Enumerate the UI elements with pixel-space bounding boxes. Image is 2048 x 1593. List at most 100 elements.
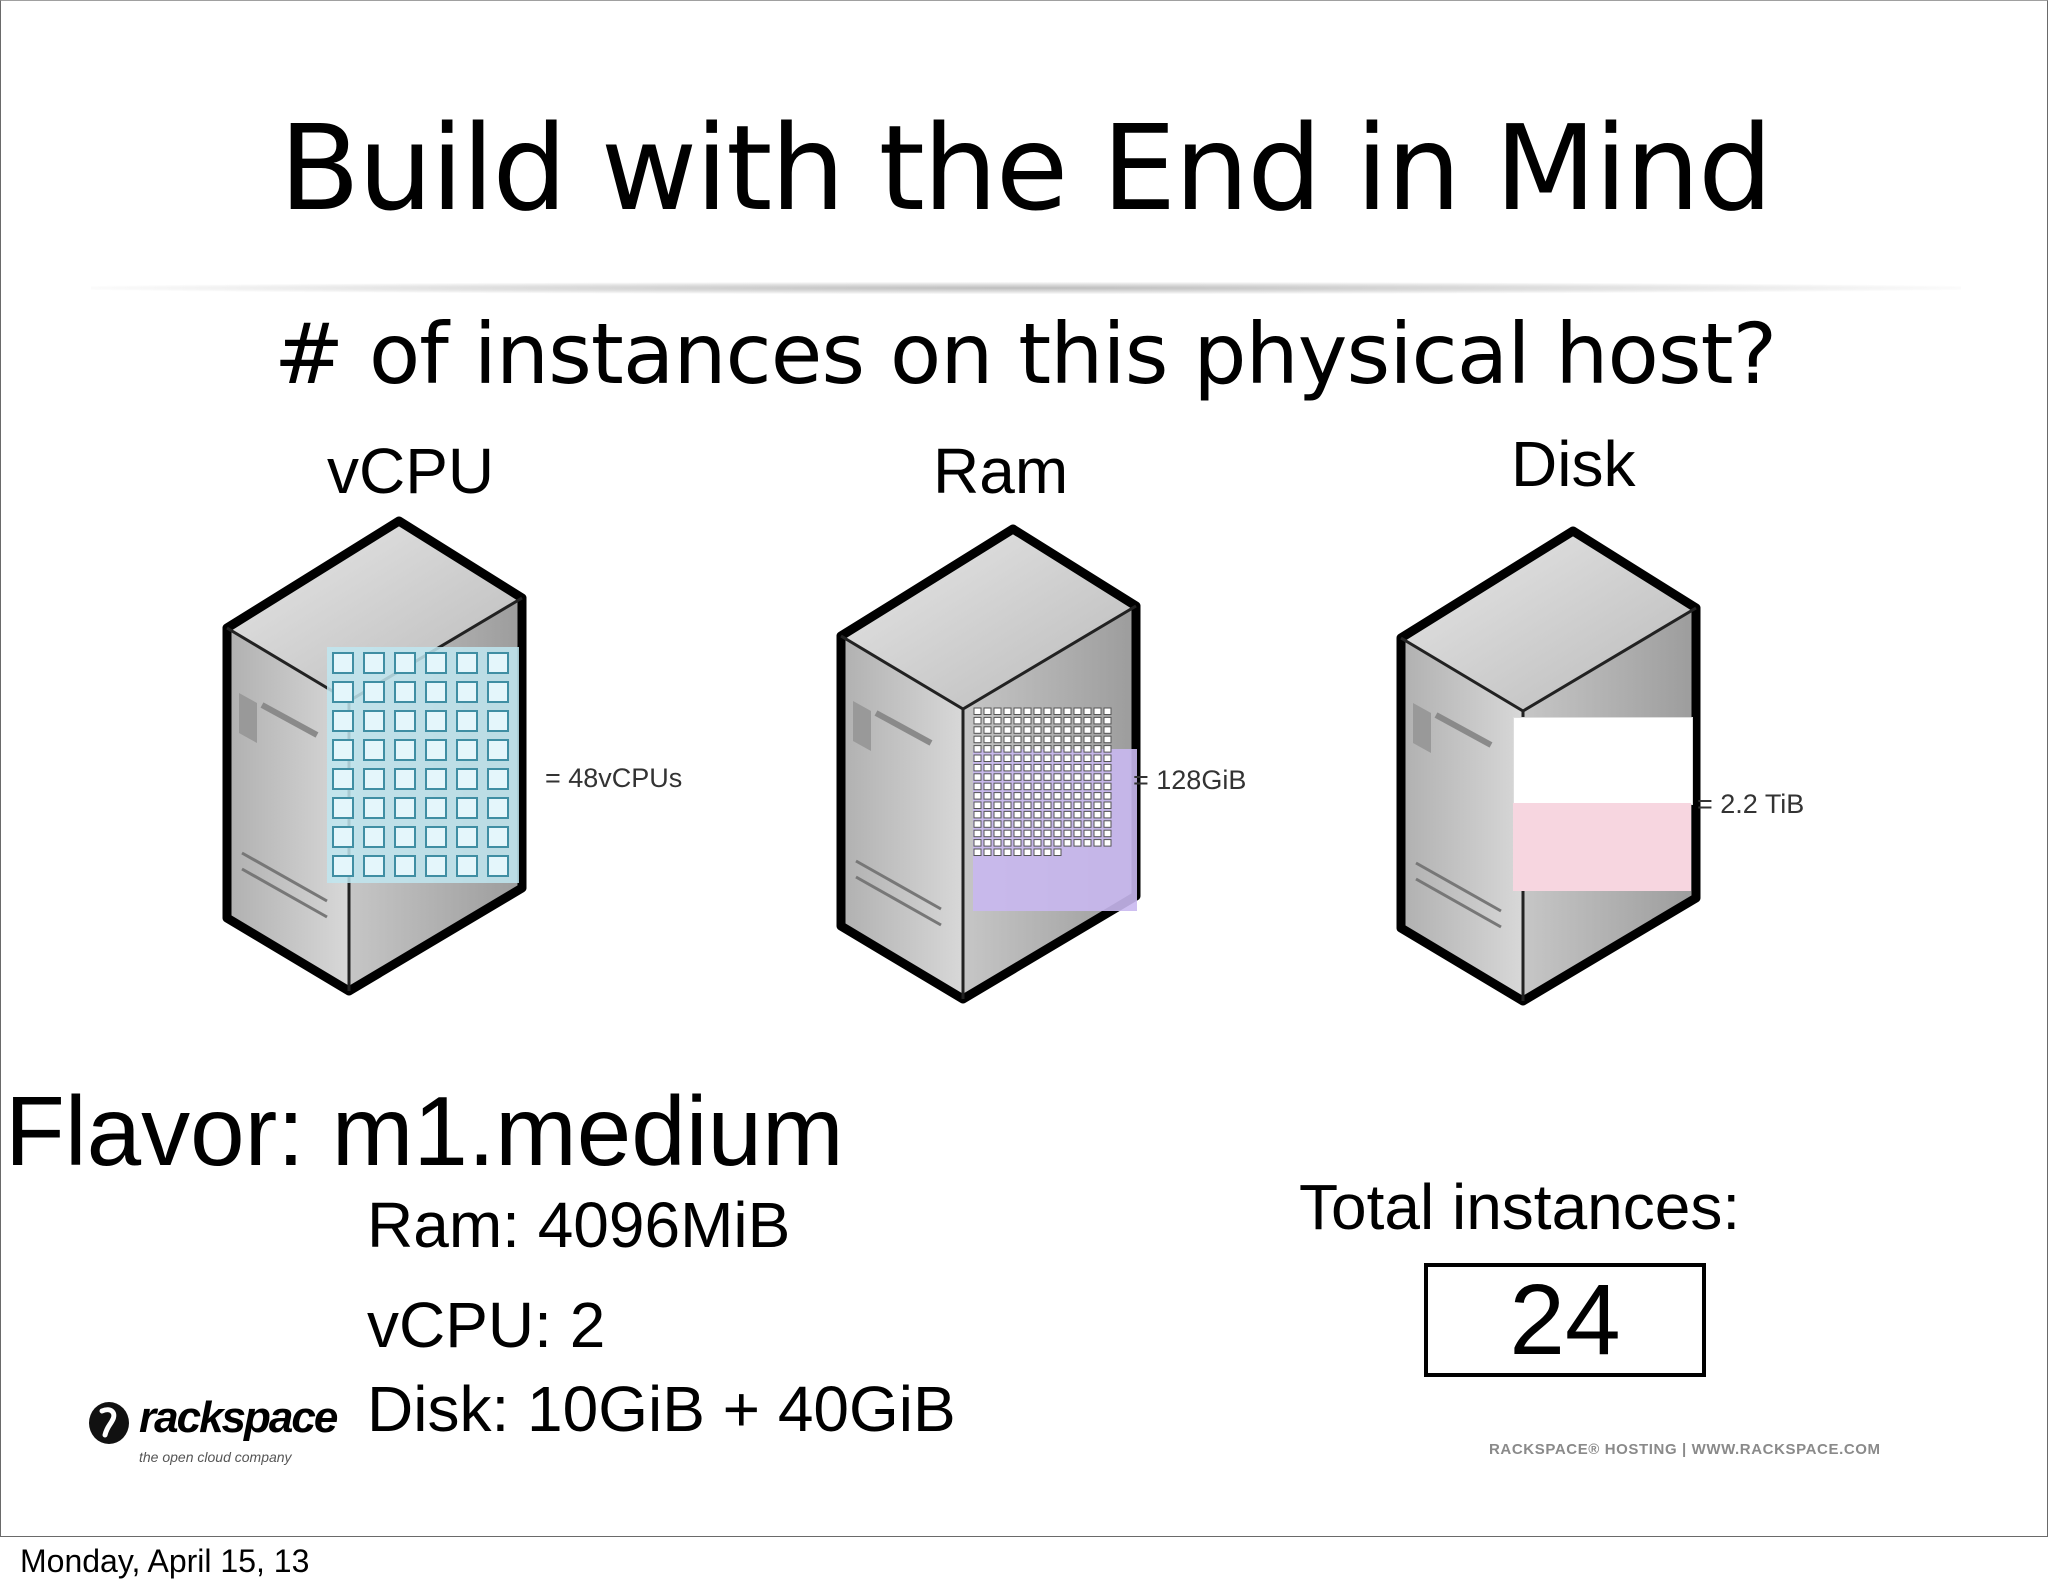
ram-module-cell	[1053, 839, 1062, 847]
ram-module-cell	[973, 707, 982, 715]
ram-module-cell	[1023, 810, 1032, 819]
disk-free-area	[1513, 717, 1693, 805]
ram-module-cell	[973, 716, 982, 725]
ram-module-cell	[1053, 820, 1062, 828]
ram-module-cell	[1043, 820, 1052, 828]
ram-module-cell	[1103, 707, 1112, 715]
cpu-core-cell	[394, 855, 416, 877]
cpu-core-cell	[394, 710, 416, 732]
ram-module-cell	[983, 726, 992, 734]
cpu-core-cell	[363, 797, 385, 819]
cpu-core-cell	[425, 797, 447, 819]
ram-module-cell	[1063, 792, 1072, 800]
cpu-core-cell	[332, 826, 354, 848]
rackspace-logo-icon	[89, 1402, 129, 1444]
ram-module-cell	[1073, 829, 1082, 838]
ram-module-cell	[1053, 763, 1062, 772]
ram-module-cell	[1103, 792, 1112, 800]
ram-module-cell	[1043, 735, 1052, 744]
ram-module-cell	[1063, 829, 1072, 838]
ram-module-cell	[993, 716, 1002, 725]
ram-module-cell	[1013, 810, 1022, 819]
ram-module-cell	[983, 745, 992, 753]
ram-module-cell	[1033, 829, 1042, 838]
ram-module-cell	[1003, 792, 1012, 800]
ram-module-cell	[1053, 848, 1062, 856]
ram-module-cell	[983, 707, 992, 715]
ram-module-cell	[1093, 810, 1102, 819]
ram-module-cell	[1043, 773, 1052, 781]
cpu-core-cell	[456, 797, 478, 819]
ram-module-cell	[1073, 735, 1082, 744]
ram-module-cell	[993, 726, 1002, 734]
ram-module-cell	[1013, 773, 1022, 781]
ram-module-cell	[1013, 716, 1022, 725]
cpu-core-cell	[456, 739, 478, 761]
ram-module-cell	[1083, 707, 1092, 715]
ram-module-cell	[1093, 716, 1102, 725]
ram-module-cell	[1013, 839, 1022, 847]
ram-module-cell	[1013, 735, 1022, 744]
ram-module-cell	[993, 754, 1002, 762]
ram-module-cell	[1053, 782, 1062, 791]
ram-module-cell	[973, 792, 982, 800]
ram-module-cell	[973, 839, 982, 847]
slide-title: Build with the End in Mind	[279, 99, 1773, 237]
ram-module-cell	[1063, 726, 1072, 734]
ram-module-cell	[1033, 839, 1042, 847]
ram-module-cell	[1093, 735, 1102, 744]
ram-module-cell	[1023, 707, 1032, 715]
ram-module-cell	[1013, 763, 1022, 772]
cpu-core-cell	[363, 826, 385, 848]
ram-module-cell	[1033, 848, 1042, 856]
ram-module-cell	[1023, 782, 1032, 791]
ram-module-cell	[983, 716, 992, 725]
ram-module-cell	[1063, 745, 1072, 753]
ram-module-cell	[983, 735, 992, 744]
ram-module-cell	[1063, 839, 1072, 847]
ram-module-cell	[1023, 792, 1032, 800]
ram-module-cell	[1063, 820, 1072, 828]
cpu-core-cell	[332, 797, 354, 819]
cpu-core-cell	[332, 855, 354, 877]
rackspace-logo-tagline: the open cloud company	[139, 1449, 292, 1465]
ram-module-cell	[1103, 829, 1112, 838]
disk-total-label: = 2.2 TiB	[1697, 789, 1805, 819]
ram-module-cell	[993, 735, 1002, 744]
ram-module-cell	[1013, 801, 1022, 809]
ram-module-cell	[1043, 801, 1052, 809]
ram-module-cell	[973, 801, 982, 809]
ram-module-cell	[1053, 707, 1062, 715]
ram-module-cell	[993, 782, 1002, 791]
ram-module-cell	[1103, 839, 1112, 847]
ram-module-cell	[1033, 810, 1042, 819]
ram-module-cell	[1083, 839, 1092, 847]
ram-module-cell	[1093, 754, 1102, 762]
ram-module-cell	[983, 773, 992, 781]
ram-module-cell	[1033, 707, 1042, 715]
ram-module-cell	[993, 792, 1002, 800]
cpu-core-cell	[332, 768, 354, 790]
ram-module-cell	[1073, 820, 1082, 828]
ram-module-cell	[1033, 792, 1042, 800]
ram-module-cell	[1033, 763, 1042, 772]
ram-module-cell	[1103, 763, 1112, 772]
ram-module-cell	[1053, 726, 1062, 734]
cpu-core-cell	[332, 681, 354, 703]
cpu-core-cell	[332, 652, 354, 674]
ram-module-cell	[1063, 707, 1072, 715]
cpu-core-cell	[332, 739, 354, 761]
ram-module-cell	[1013, 820, 1022, 828]
ram-module-cell	[1033, 782, 1042, 791]
ram-module-cell	[993, 773, 1002, 781]
ram-module-cell	[1043, 726, 1052, 734]
ram-module-cell	[973, 763, 982, 772]
ram-module-cell	[1043, 754, 1052, 762]
ram-module-cell	[983, 792, 992, 800]
ram-module-cell	[1083, 792, 1092, 800]
cpu-core-cell	[456, 652, 478, 674]
ram-module-cell	[1003, 773, 1012, 781]
ram-module-cell	[983, 754, 992, 762]
ram-module-cell	[1083, 763, 1092, 772]
ram-module-cell	[1053, 810, 1062, 819]
